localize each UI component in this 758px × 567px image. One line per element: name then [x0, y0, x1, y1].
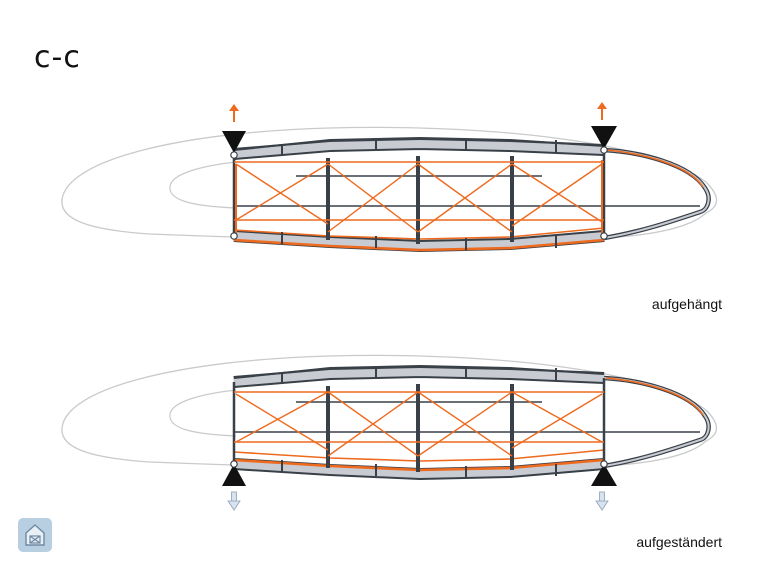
- section-title: c-c: [34, 40, 81, 75]
- bracing: [234, 160, 604, 234]
- arrow-down-icon: [227, 491, 241, 511]
- ghost-outline-inner: [169, 389, 237, 437]
- arrow-down-icon: [595, 491, 609, 511]
- ghost-outline: [61, 354, 718, 471]
- house-icon: [25, 524, 45, 546]
- top-chord-posts: [281, 366, 557, 384]
- nose-upper: [603, 375, 711, 469]
- caption-supported: aufgeständert: [636, 534, 722, 550]
- bottom-chord-posts: [281, 232, 557, 250]
- top-chord-inner: [233, 367, 605, 386]
- nose-bracing: [605, 149, 704, 188]
- bottom-chord-inner: [233, 232, 605, 251]
- nose-upper: [603, 147, 711, 241]
- top-chord-inner: [233, 139, 605, 158]
- bottom-chord-posts: [281, 460, 557, 478]
- nodes: [230, 146, 608, 240]
- arrow-up-icon: [229, 104, 239, 122]
- top-chord-posts: [281, 138, 557, 156]
- bottom-chord-orange: [233, 238, 605, 252]
- nodes: [230, 460, 608, 468]
- support-triangle-left: [222, 464, 246, 486]
- home-button[interactable]: [18, 518, 52, 552]
- bracing: [234, 391, 604, 457]
- support-triangle-left: [222, 131, 246, 153]
- inner-frame: [232, 150, 700, 244]
- ghost-outline: [61, 126, 718, 243]
- top-chord-upper: [233, 136, 605, 151]
- support-triangle-right: [591, 126, 617, 149]
- bottom-chord-inner: [233, 460, 605, 479]
- inner-frame: [232, 378, 700, 472]
- nose-bracing: [605, 377, 704, 416]
- top-chord-upper: [233, 364, 605, 379]
- section-supported: [61, 354, 718, 511]
- section-suspended: [61, 102, 718, 253]
- ghost-outline-inner: [169, 161, 237, 209]
- support-triangle-right: [591, 464, 617, 486]
- caption-suspended: aufgehängt: [651, 296, 722, 312]
- arrow-up-icon: [597, 102, 607, 120]
